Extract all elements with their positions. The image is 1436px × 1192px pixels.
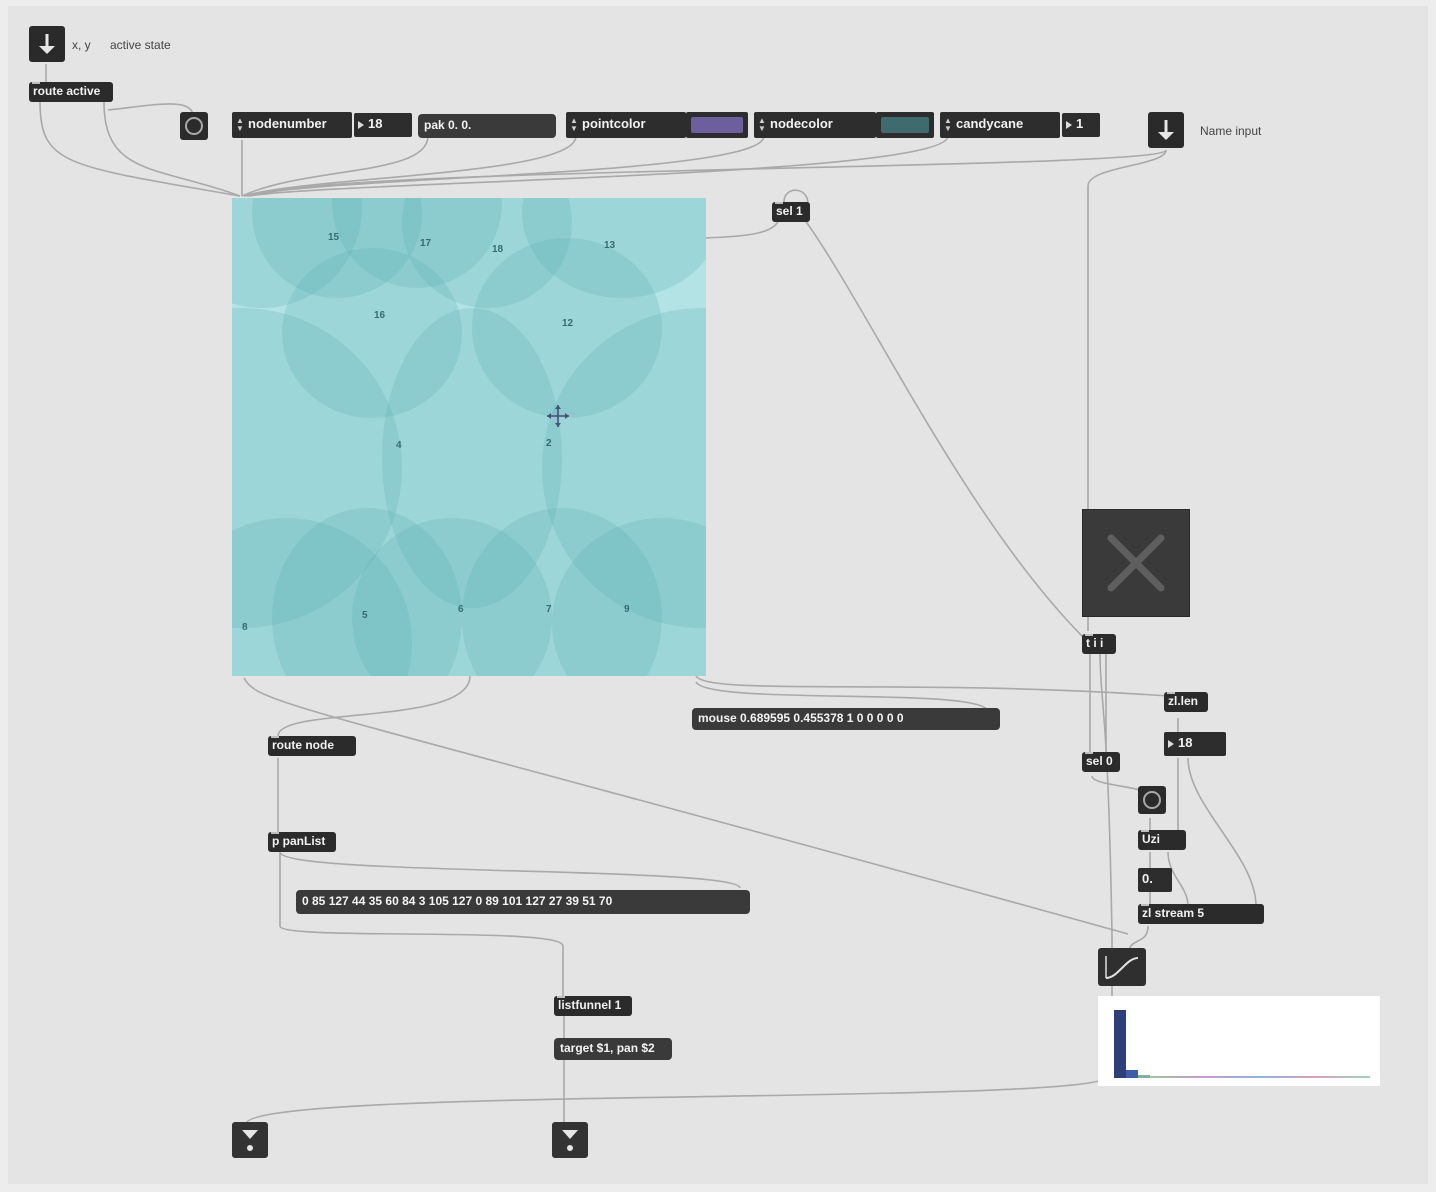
nodenumber-menu[interactable]: ▲▼ nodenumber <box>232 112 352 138</box>
pak-message[interactable]: pak 0. 0. <box>418 114 556 138</box>
node-circle <box>472 238 662 418</box>
node-label: 7 <box>546 604 552 615</box>
inlet-name-input[interactable] <box>1148 112 1184 148</box>
sel-1-object[interactable]: sel 1 <box>772 202 810 222</box>
node-circle <box>272 508 462 676</box>
updown-icon: ▲▼ <box>944 116 952 133</box>
node-label: 12 <box>562 318 574 329</box>
nodes-object[interactable]: 15 17 18 13 16 12 4 2 5 6 7 9 8 <box>232 198 706 676</box>
curve-icon <box>1105 956 1139 979</box>
node-circle <box>462 508 662 676</box>
node-label: 4 <box>396 440 402 451</box>
float-value: 0. <box>1142 871 1153 886</box>
bang-ring-icon <box>1143 791 1161 809</box>
preset-curve-object[interactable] <box>1098 948 1146 986</box>
float-number[interactable]: 0. <box>1138 868 1172 892</box>
outlet-left[interactable] <box>232 1122 268 1158</box>
nodecolor-menu[interactable]: ▲▼ nodecolor <box>754 112 876 138</box>
updown-icon: ▲▼ <box>758 116 766 133</box>
node-circle <box>282 248 462 418</box>
nodecolor-swatch[interactable] <box>876 112 934 138</box>
nodecolor-fill <box>881 117 929 133</box>
number-arrow-icon <box>1168 739 1174 748</box>
route-active-object[interactable]: route active <box>29 82 113 102</box>
patcher-canvas[interactable]: x, y active state route active ▲▼ nodenu… <box>8 6 1428 1184</box>
pointcolor-menu[interactable]: ▲▼ pointcolor <box>566 112 686 138</box>
nodecolor-label: nodecolor <box>770 116 833 131</box>
zl-len-number[interactable]: 18 <box>1164 732 1226 756</box>
outlet-arrow-icon <box>242 1130 258 1151</box>
bang-button[interactable] <box>180 112 208 140</box>
node-label: 8 <box>242 622 248 633</box>
zl-len-value: 18 <box>1178 735 1193 750</box>
candycane-label: candycane <box>956 116 1024 131</box>
nodenumber-value: 18 <box>368 116 383 131</box>
panlist-values-message[interactable]: 0 85 127 44 35 60 84 3 105 127 0 89 101 … <box>296 890 750 914</box>
toggle-x-icon <box>1107 534 1165 592</box>
bang-ring-icon <box>185 117 203 135</box>
pak-label: pak 0. 0. <box>424 118 472 132</box>
mouse-message[interactable]: mouse 0.689595 0.455378 1 0 0 0 0 0 <box>692 708 1000 730</box>
node-circle <box>382 308 562 608</box>
node-label: 5 <box>362 610 368 621</box>
route-node-object[interactable]: route node <box>268 736 356 756</box>
pointcolor-label: pointcolor <box>582 116 646 131</box>
trigger-object[interactable]: t i i <box>1082 634 1116 654</box>
node-label: 13 <box>604 240 616 251</box>
comment-name-input: Name input <box>1200 124 1262 138</box>
node-label: 6 <box>458 604 464 615</box>
multislider-bar <box>1138 1075 1150 1078</box>
updown-icon: ▲▼ <box>236 116 244 133</box>
zl-len-object[interactable]: zl.len <box>1164 692 1208 712</box>
outlet-arrow-icon <box>562 1130 578 1151</box>
comment-active-state: active state <box>110 38 171 52</box>
candycane-value: 1 <box>1076 116 1084 131</box>
inlet-arrow-icon <box>39 34 55 54</box>
uzi-object[interactable]: Uzi <box>1138 830 1186 850</box>
node-label: 15 <box>328 232 340 243</box>
number-arrow-icon <box>358 120 364 129</box>
crosshair-icon <box>547 405 569 427</box>
comment-xy: x, y <box>72 38 91 52</box>
updown-icon: ▲▼ <box>570 116 578 133</box>
nodenumber-label: nodenumber <box>248 116 327 131</box>
nodenumber-number[interactable]: 18 <box>354 113 412 137</box>
node-label: 9 <box>624 604 630 615</box>
inlet-xy-active[interactable] <box>29 26 65 62</box>
zl-stream-object[interactable]: zl stream 5 <box>1138 904 1264 924</box>
multislider-bar <box>1126 1070 1138 1078</box>
node-label: 16 <box>374 310 386 321</box>
candycane-number[interactable]: 1 <box>1062 113 1100 137</box>
sel-0-object[interactable]: sel 0 <box>1082 752 1120 772</box>
listfunnel-object[interactable]: listfunnel 1 <box>554 996 632 1016</box>
pointcolor-fill <box>691 117 743 133</box>
toggle[interactable] <box>1082 509 1190 617</box>
candycane-menu[interactable]: ▲▼ candycane <box>940 112 1060 138</box>
multislider-bar <box>1114 1010 1126 1078</box>
number-arrow-icon <box>1066 120 1072 129</box>
inlet-arrow-icon <box>1158 120 1174 140</box>
node-label: 18 <box>492 244 504 255</box>
uzi-bang-button[interactable] <box>1138 786 1166 814</box>
multislider-baseline <box>1150 1076 1370 1078</box>
multislider[interactable] <box>1098 996 1380 1086</box>
patch-cords <box>39 64 1257 1125</box>
outlet-right[interactable] <box>552 1122 588 1158</box>
node-label: 17 <box>420 238 432 249</box>
node-label: 2 <box>546 438 552 449</box>
panlist-subpatch[interactable]: p panList <box>268 832 336 852</box>
node-circle <box>352 518 552 676</box>
target-pan-message[interactable]: target $1, pan $2 <box>554 1038 672 1060</box>
pointcolor-swatch[interactable] <box>686 112 748 138</box>
